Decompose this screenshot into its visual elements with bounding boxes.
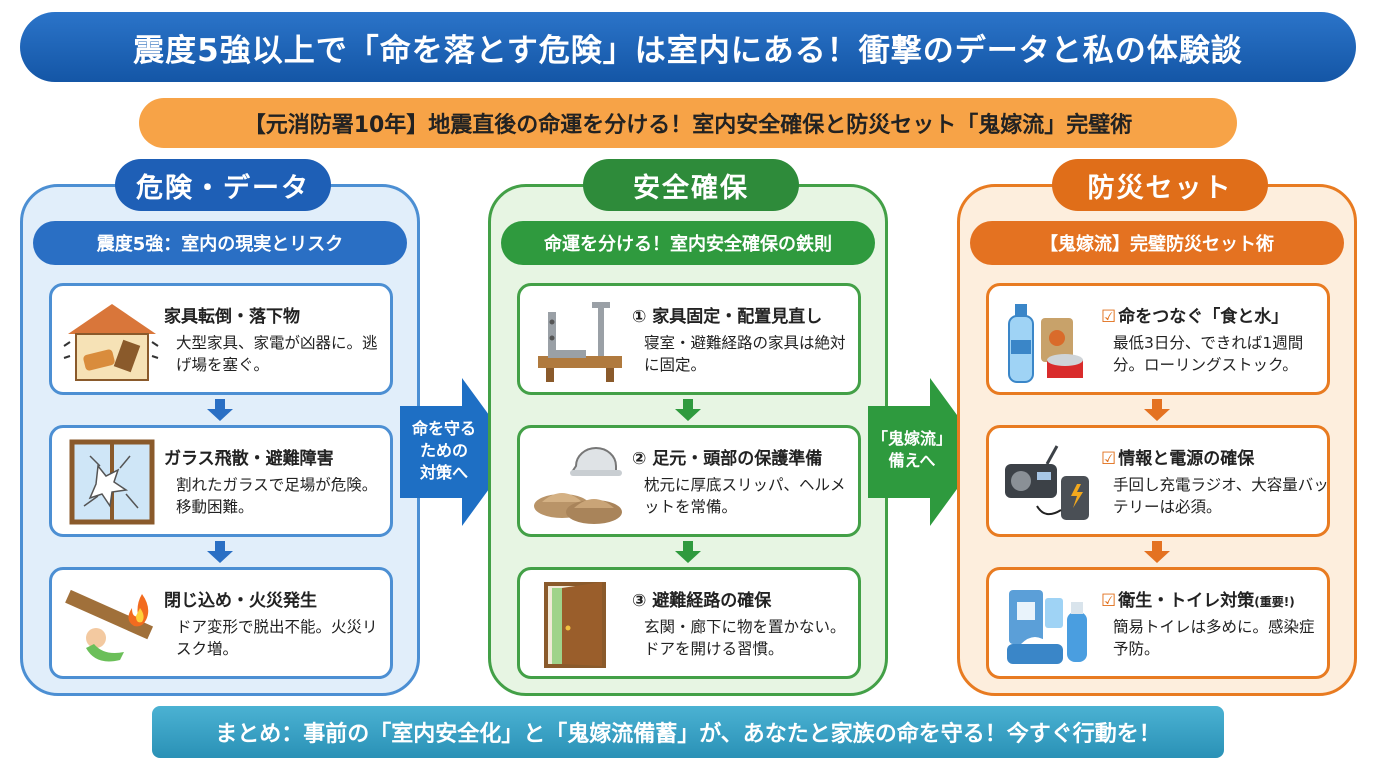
card-info-power: ☑情報と電源の確保 手回し充電ラジオ、大容量バッテリーは必須。 xyxy=(986,425,1330,537)
card-glass-shatter: ガラス飛散・避難障害 割れたガラスで足場が危険。移動困難。 xyxy=(49,425,393,537)
down-arrow-icon xyxy=(207,541,233,563)
card-title: ☑情報と電源の確保 xyxy=(1101,449,1255,469)
column-danger-data: 危険・データ 震度5強：室内の現実とリスク 家具転倒・落下物 大型家具、家電が凶… xyxy=(20,159,420,696)
arrow-label-line: 命を守る xyxy=(411,419,476,438)
down-arrow-icon xyxy=(1144,399,1170,421)
column-header: 危険・データ xyxy=(115,159,331,211)
column-header: 安全確保 xyxy=(583,159,799,211)
card-body: ドア変形で脱出不能。火災リスク増。 xyxy=(176,618,378,658)
arrow-label-line: 対策へ xyxy=(419,463,468,482)
checkbox-icon: ☑ xyxy=(1101,307,1117,327)
card-hygiene-toilet: ☑衛生・トイレ対策(重要!) 簡易トイレは多めに。感染症予防。 xyxy=(986,567,1330,679)
card-body: 寝室・避難経路の家具は絶対に固定。 xyxy=(644,334,846,374)
card-body: 玄関・廊下に物を置かない。ドアを開ける習慣。 xyxy=(644,618,846,658)
card-title: ☑命をつなぐ「食と水」 xyxy=(1101,307,1289,327)
arrow-label-line: ための xyxy=(419,441,468,460)
furniture-bracket-icon xyxy=(538,302,622,382)
arrow-label-line: 備えへ xyxy=(888,451,936,470)
column-subheader: 震度5強：室内の現実とリスク xyxy=(33,221,407,265)
card-body: 割れたガラスで足場が危険。移動困難。 xyxy=(176,476,378,516)
card-title: ガラス飛散・避難障害 xyxy=(164,449,334,469)
trapped-person-fire-icon xyxy=(65,589,154,662)
card-furniture-falling: 家具転倒・落下物 大型家具、家電が凶器に。逃げ場を塞ぐ。 xyxy=(49,283,393,395)
column-safety: 安全確保 命運を分ける！室内安全確保の鉄則 ① 家具固定・配置見直し 寝室・避難… xyxy=(488,159,888,696)
card-title: ③ 避難経路の確保 xyxy=(632,591,772,611)
card-title: 家具転倒・落下物 xyxy=(164,307,300,327)
column-disaster-kit: 防災セット 【鬼嫁流】完璧防災セット術 ☑命をつなぐ「食と水」 最低3日分、でき… xyxy=(957,159,1357,696)
card-title: 閉じ込め・火災発生 xyxy=(164,591,317,611)
card-body: 簡易トイレは多めに。感染症予防。 xyxy=(1113,618,1315,658)
checkbox-icon: ☑ xyxy=(1101,591,1117,611)
main-title: 震度5強以上で「命を落とす危険」は室内にある！衝撃のデータと私の体験談 xyxy=(20,12,1356,82)
checkbox-icon: ☑ xyxy=(1101,449,1117,469)
flow-arrow-to-kit: 「鬼嫁流」 備えへ xyxy=(868,378,984,526)
arrow-label-line: 「鬼嫁流」 xyxy=(871,429,952,448)
column-subheader: 命運を分ける！室内安全確保の鉄則 xyxy=(501,221,875,265)
water-food-icon xyxy=(1008,304,1083,383)
down-arrow-icon xyxy=(1144,541,1170,563)
slippers-helmet-icon xyxy=(534,447,622,524)
summary-footer: まとめ：事前の「室内安全化」と「鬼嫁流備蓄」が、あなたと家族の命を守る！今すぐ行… xyxy=(152,706,1224,758)
important-tag: (重要!) xyxy=(1254,595,1295,609)
card-body: 大型家具、家電が凶器に。逃げ場を塞ぐ。 xyxy=(176,334,378,374)
card-body: 手回し充電ラジオ、大容量バッテリーは必須。 xyxy=(1113,476,1329,516)
card-title: ② 足元・頭部の保護準備 xyxy=(632,449,823,469)
card-furniture-fixing: ① 家具固定・配置見直し 寝室・避難経路の家具は絶対に固定。 xyxy=(517,283,861,395)
card-evacuation-route: ③ 避難経路の確保 玄関・廊下に物を置かない。ドアを開ける習慣。 xyxy=(517,567,861,679)
down-arrow-icon xyxy=(675,399,701,421)
broken-window-icon xyxy=(69,439,155,525)
column-header: 防災セット xyxy=(1052,159,1268,211)
flow-arrow-to-safety: 命を守る ための 対策へ xyxy=(400,378,516,526)
open-door-icon xyxy=(544,582,606,668)
card-food-water: ☑命をつなぐ「食と水」 最低3日分、できれば1週間分。ローリングストック。 xyxy=(986,283,1330,395)
subtitle: 【元消防署10年】地震直後の命運を分ける！室内安全確保と防災セット「鬼嫁流」完璧… xyxy=(139,98,1237,148)
card-body: 枕元に厚底スリッパ、ヘルメットを常備。 xyxy=(644,476,846,516)
hygiene-kit-icon xyxy=(1007,590,1087,664)
down-arrow-icon xyxy=(675,541,701,563)
collapsed-house-icon xyxy=(63,304,159,381)
column-subheader: 【鬼嫁流】完璧防災セット術 xyxy=(970,221,1344,265)
card-title: ① 家具固定・配置見直し xyxy=(632,307,823,327)
card-trapped-fire: 閉じ込め・火災発生 ドア変形で脱出不能。火災リスク増。 xyxy=(49,567,393,679)
card-foot-head-protection: ② 足元・頭部の保護準備 枕元に厚底スリッパ、ヘルメットを常備。 xyxy=(517,425,861,537)
card-body: 最低3日分、できれば1週間分。ローリングストック。 xyxy=(1113,334,1304,374)
radio-battery-icon xyxy=(1005,445,1089,520)
down-arrow-icon xyxy=(207,399,233,421)
card-title: ☑衛生・トイレ対策(重要!) xyxy=(1101,591,1295,611)
